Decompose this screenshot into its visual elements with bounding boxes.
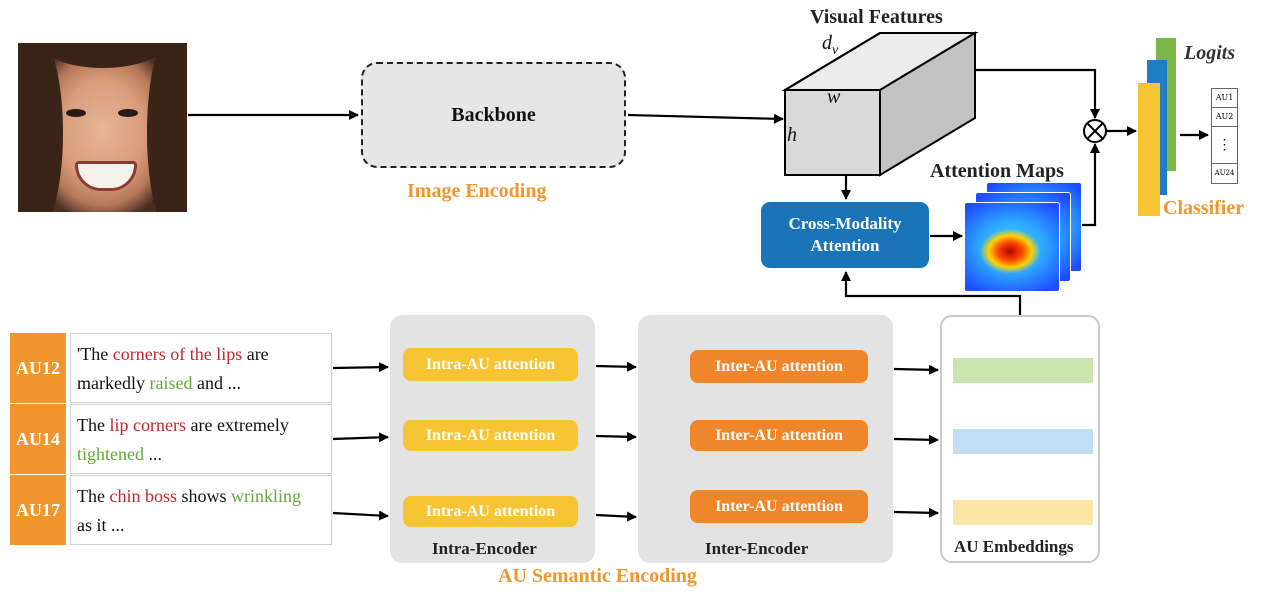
- arrow-features-to-multiply: [975, 68, 1100, 119]
- multiply-operator: [1083, 119, 1107, 143]
- dim-h: h: [787, 124, 797, 146]
- backbone-label: Backbone: [451, 103, 536, 126]
- dim-w: w: [827, 86, 841, 108]
- output-au2: AU2: [1212, 108, 1237, 127]
- au-description: The chin boss shows wrinkling as it ...: [70, 475, 332, 545]
- attention-map-1: [964, 202, 1060, 292]
- arrow-au14-to-intra: [332, 432, 389, 443]
- output-au1: AU1: [1212, 89, 1237, 108]
- au-description: The lip corners are extremely tightened …: [70, 404, 332, 474]
- cma-label-line2: Attention: [810, 236, 880, 255]
- au-description: 'The corners of the lips are markedly ra…: [70, 333, 332, 403]
- au-embeddings-caption: AU Embeddings: [954, 537, 1074, 556]
- logits-label: Logits: [1184, 42, 1236, 64]
- arrow-intra-to-inter-3: [595, 511, 637, 522]
- intra-encoder-caption: Intra-Encoder: [432, 539, 537, 558]
- au-semantic-encoding-label: AU Semantic Encoding: [498, 565, 697, 587]
- au-tag: AU14: [10, 404, 66, 474]
- classifier-stack: [1135, 35, 1255, 225]
- output-au-list: AU1 AU2 ⋮ AU24: [1211, 88, 1238, 184]
- output-au24: AU24: [1214, 169, 1235, 177]
- arrow-inter-to-emb-3: [893, 507, 939, 518]
- intra-au-attention: Intra-AU attention: [403, 496, 578, 527]
- intra-au-attention: Intra-AU attention: [403, 348, 578, 381]
- au-tag: AU12: [10, 333, 66, 403]
- arrow-inter-to-emb-2: [893, 434, 939, 445]
- au-input-table: AU12 'The corners of the lips are marked…: [10, 333, 332, 546]
- dim-dv: dv: [822, 32, 839, 58]
- au-embedding-bar: [953, 358, 1093, 383]
- au-row: AU14 The lip corners are extremely tight…: [10, 404, 332, 474]
- classifier-label: Classifier: [1163, 197, 1245, 219]
- inter-au-attention: Inter-AU attention: [690, 490, 868, 523]
- au-embeddings-box: AU Embeddings: [940, 315, 1100, 563]
- arrow-intra-to-inter-1: [595, 361, 637, 372]
- cma-label-line1: Cross-Modality: [788, 214, 902, 233]
- inter-encoder-caption: Inter-Encoder: [705, 539, 809, 558]
- inter-au-attention: Inter-AU attention: [690, 420, 868, 451]
- logit-bar-yellow: [1138, 83, 1160, 216]
- backbone-box: Backbone: [361, 62, 626, 168]
- image-encoding-label: Image Encoding: [407, 180, 547, 202]
- arrow-inter-to-emb-1: [893, 364, 939, 375]
- au-embedding-bar: [953, 500, 1093, 525]
- inter-au-attention: Inter-AU attention: [690, 350, 868, 383]
- au-tag: AU17: [10, 475, 66, 545]
- face-image: [18, 43, 187, 212]
- au-row: AU12 'The corners of the lips are marked…: [10, 333, 332, 403]
- au-row: AU17 The chin boss shows wrinkling as it…: [10, 475, 332, 545]
- visual-features-title: Visual Features: [810, 6, 943, 28]
- arrow-embeddings-to-cma: [841, 271, 1022, 315]
- arrow-intra-to-inter-2: [595, 431, 637, 442]
- au-embedding-bar: [953, 429, 1093, 454]
- output-ellipsis: ⋮: [1212, 127, 1237, 164]
- visual-features-cube: [781, 31, 979, 177]
- intra-au-attention: Intra-AU attention: [403, 420, 578, 451]
- attention-maps-title: Attention Maps: [930, 160, 1064, 182]
- arrow-au17-to-intra: [332, 510, 389, 521]
- arrow-backbone-to-features: [627, 113, 784, 124]
- arrow-au12-to-intra: [332, 362, 389, 373]
- cross-modality-attention-box: Cross-Modality Attention: [761, 202, 929, 268]
